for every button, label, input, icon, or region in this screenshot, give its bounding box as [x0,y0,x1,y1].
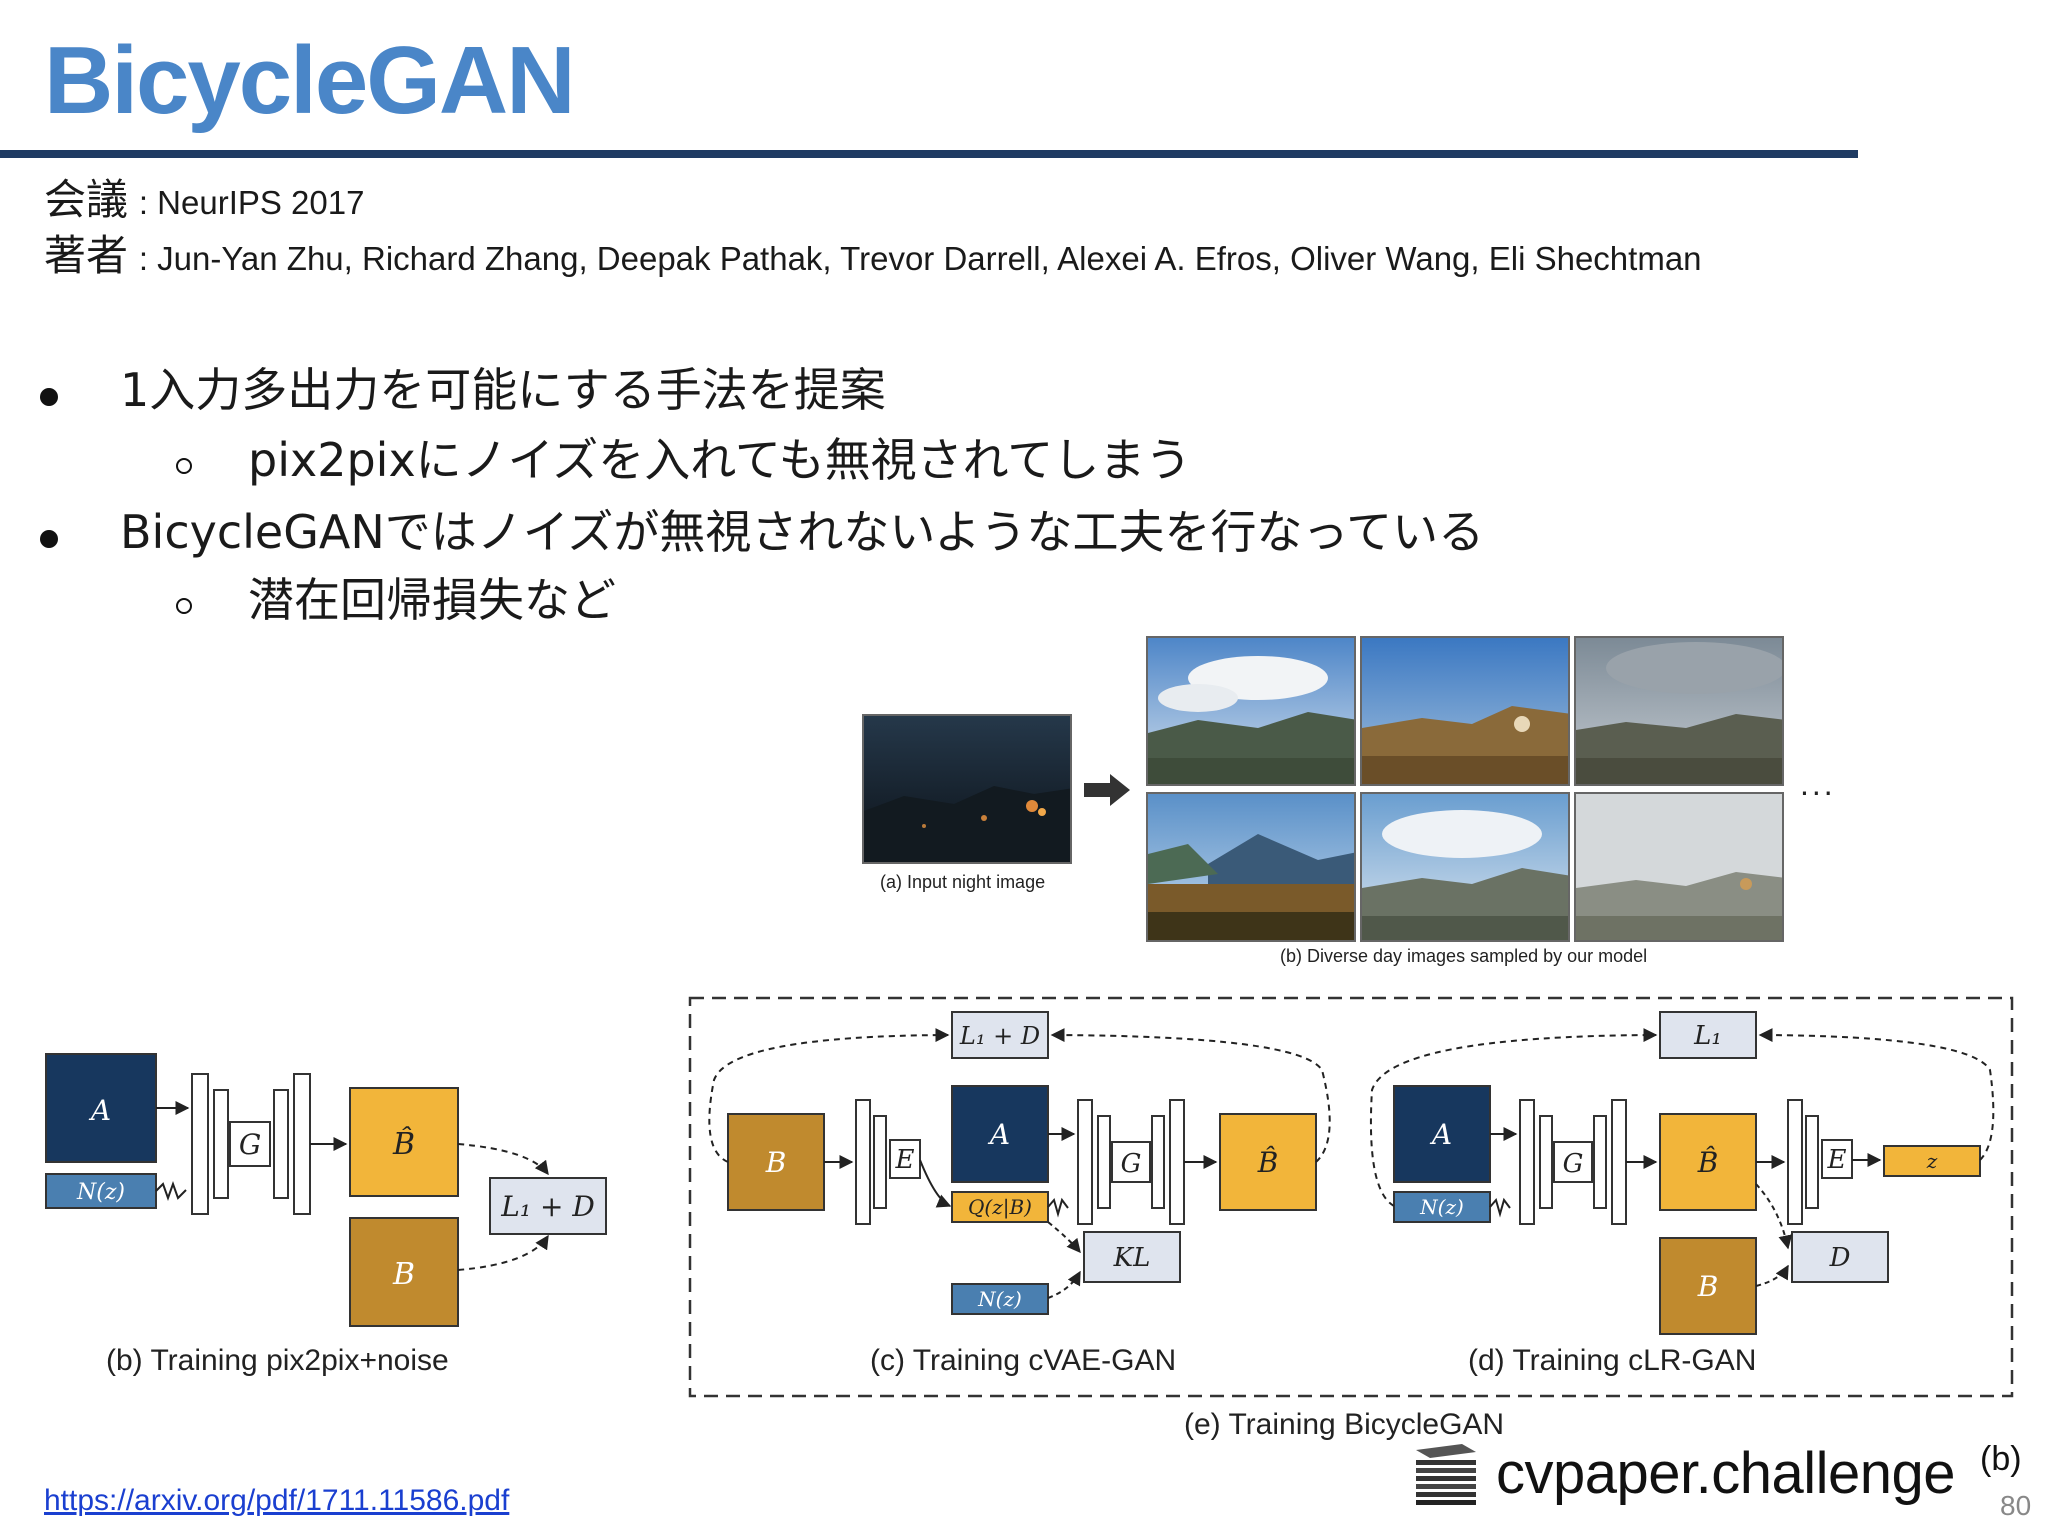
svg-text:B: B [765,1146,787,1179]
svg-text:Q(z|B): Q(z|B) [968,1195,1032,1220]
box-a [45,1053,157,1163]
conference-key: 会議 [44,175,129,224]
box-loss-l1d [951,1011,1049,1059]
svg-text:A: A [1429,1118,1452,1151]
conference-line: 会議 : NeurIPS 2017 [44,176,364,227]
box-a [1393,1085,1491,1183]
svg-text:A: A [987,1118,1010,1151]
day-image-4 [1146,792,1356,942]
brand-name: cvpaper.challenge [1496,1441,1956,1506]
svg-text:B: B [1697,1270,1719,1303]
svg-text:z: z [1926,1149,1938,1173]
box-loss-l1 [1659,1011,1757,1059]
authors-value: : Jun-Yan Zhu, Richard Zhang, Deepak Pat… [138,240,1702,277]
box-g [1111,1141,1151,1183]
label-l1d: L₁ + D [500,1190,595,1223]
caption-input-night: (a) Input night image [880,872,1046,892]
label-a: A [88,1094,111,1127]
svg-text:B̂: B̂ [1257,1146,1279,1179]
day-image-5 [1360,792,1570,942]
brand-mark: (b) [1980,1440,2022,1478]
box-g [1553,1141,1593,1183]
noise-wave [155,1181,187,1201]
box-a [951,1085,1049,1183]
input-night-image [862,714,1072,864]
label-g: G [239,1128,261,1161]
svg-text:E: E [1827,1145,1847,1175]
caption-cvae-gan: (c) Training cVAE-GAN [870,1344,1177,1377]
svg-text:G: G [1121,1149,1142,1179]
bullet-dot-2 [40,530,58,548]
slide-title: BicycleGAN [44,27,576,134]
svg-text:D: D [1829,1243,1851,1273]
box-b-hat [1219,1113,1317,1211]
ellipsis: ... [1800,766,1836,802]
diagram-clr-gan: A N(z) G B̂ E z L₁ B D [1369,1011,1995,1335]
day-image-6 [1574,792,1784,942]
svg-text:G: G [1563,1149,1584,1179]
caption-clr-gan: (d) Training cLR-GAN [1468,1344,1757,1377]
box-b [349,1217,459,1327]
caption-bicyclegan: (e) Training BicycleGAN [1184,1408,1505,1441]
box-b-hat [1659,1113,1757,1211]
svg-text:L₁ + D: L₁ + D [959,1022,1040,1050]
authors-key: 著者 [44,231,129,280]
bullet-1: 1入力多出力を可能にする手法を提案 [120,363,886,417]
arxiv-link[interactable]: https://arxiv.org/pdf/1711.11586.pdf [44,1484,510,1517]
arrow-right-icon [1084,774,1130,806]
authors-line: 著者 : Jun-Yan Zhu, Richard Zhang, Deepak … [44,232,1702,283]
bullet-dot-1 [40,388,58,406]
box-b [1659,1237,1757,1335]
day-image-3 [1574,636,1784,786]
training-diagrams: A N(z) G B̂ B L₁ + D B E A Q(z|B [45,996,2014,1398]
box-d [1791,1231,1889,1283]
cvpaper-logo-icon [1416,1444,1476,1505]
box-g [229,1121,271,1167]
box-b-hat [349,1087,459,1197]
bullet-circle-2 [176,598,192,614]
box-e [889,1139,921,1179]
page-number: 80 [2000,1490,2032,1521]
title-rule [0,150,1858,158]
box-noise [951,1283,1049,1315]
svg-text:E: E [895,1145,915,1175]
svg-text:L₁: L₁ [1693,1021,1722,1051]
diagram-pix2pix-noise: A N(z) G B̂ B L₁ + D [45,1053,607,1327]
box-z [1883,1145,1981,1177]
box-loss-l1d [489,1177,607,1235]
svg-text:N(z): N(z) [977,1287,1022,1311]
bullet-1-sub: pix2pixにノイズを入れても無視されてしまう [248,433,1192,487]
bullet-circle-1 [176,458,192,474]
caption-diverse-day: (b) Diverse day images sampled by our mo… [1280,946,1648,966]
box-kl [1083,1231,1181,1283]
bullet-2: BicycleGANではノイズが無視されないような工夫を行なっている [120,505,1485,559]
bicyclegan-frame [688,996,2014,1398]
diagram-cvae-gan: B E A Q(z|B) G B̂ L₁ + D KL N(z) [708,1011,1331,1315]
label-b: B [392,1257,415,1292]
day-image-2 [1360,636,1570,786]
bullet-2-sub: 潜在回帰損失など [248,573,616,627]
conference-value: : NeurIPS 2017 [138,184,365,221]
day-image-1 [1146,636,1356,786]
svg-text:N(z): N(z) [1419,1195,1464,1219]
label-noise: N(z) [76,1180,125,1205]
svg-text:KL: KL [1113,1243,1151,1273]
label-b-hat: B̂ [392,1127,415,1162]
svg-text:B̂: B̂ [1697,1146,1719,1179]
box-qzb [951,1191,1049,1223]
caption-pix2pix-noise: (b) Training pix2pix+noise [106,1344,449,1377]
